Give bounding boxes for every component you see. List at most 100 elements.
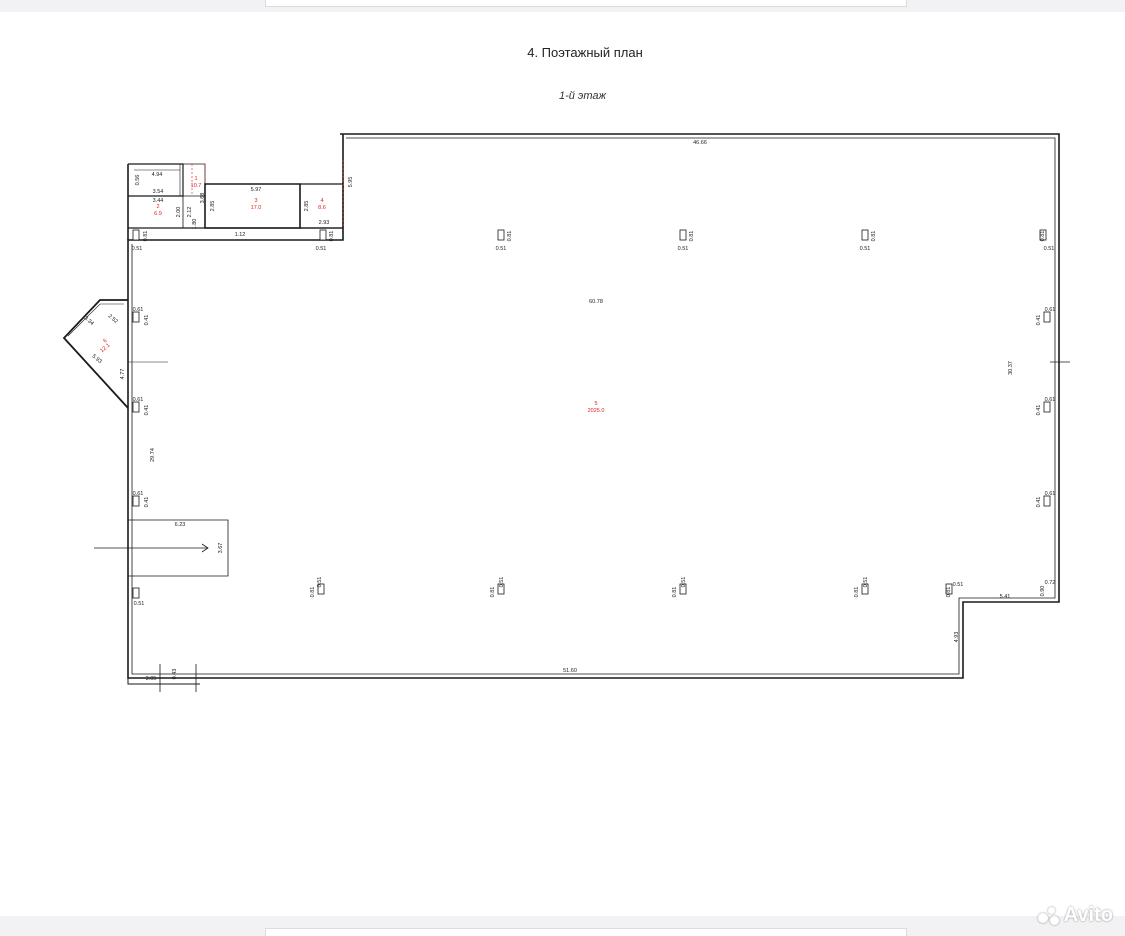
avito-watermark: Avito [1037,904,1113,927]
dimension-labels: 46.66 60.78 30.37 29.74 51.60 5.41 4.93 … [83,140,1056,682]
column-dim: 0.81 [946,587,952,598]
column-dim: 0.61 [1045,397,1056,403]
dim-room3-height: 2.85 [210,201,216,212]
column-dim: 0.41 [144,405,150,416]
column [1043,495,1051,507]
column-dim: 0.61 [1045,307,1056,313]
column-dim: 0.41 [1036,405,1042,416]
column-dim: 0.61 [1045,491,1056,497]
column-dim: 0.61 [133,307,144,313]
dim-bottom-left-a: 3.05 [146,676,157,682]
dim-rooms-top-a: 4.94 [152,172,163,178]
entrance-arrow-icon [94,543,209,553]
room-5-number: 5 [594,401,597,407]
dim-step-height: 4.93 [954,632,960,643]
room-3-number: 3 [254,198,257,204]
column-dim: 0.51 [1044,246,1055,252]
column [132,311,140,323]
dim-bay-side-a: 3.34 [83,315,95,326]
room-1-area: 10.7 [191,183,202,189]
column [317,583,325,595]
column [1043,311,1051,323]
column-dim: 0.41 [1036,315,1042,326]
walls [62,133,1070,692]
dim-room4-height: 2.85 [304,201,310,212]
column-dim: 0.81 [310,587,316,598]
dim-bay-side-b: 2.52 [107,313,119,324]
dim-rooms-v-e: 1.80 [192,219,198,230]
room-6-number: 6 [102,338,108,345]
column-dim: 0.81 [689,231,695,242]
dim-bottom-wall: 51.60 [563,668,577,674]
column [132,587,140,599]
room-3-area: 17.0 [251,205,262,211]
avito-logo-icon [1037,906,1060,925]
floor-label: 1-й этаж [558,90,607,102]
column-dim: 0.41 [144,497,150,508]
dim-top-step: 5.95 [348,177,354,188]
column [132,229,140,241]
sheet-title: 4. Поэтажный план [527,45,643,60]
next-image-strip [265,928,907,936]
dim-bay-left: 4.77 [120,369,126,380]
dim-rooms-v-b: 2.00 [176,207,182,218]
column-dim: 0.51 [681,577,687,588]
column [1039,229,1047,241]
room-2-area: 6.9 [154,211,162,217]
column-dim: 0.51 [132,246,143,252]
dim-rooms-top-b: 3.54 [153,189,164,195]
column-dim: 0.51 [863,577,869,588]
room-2-number: 2 [156,204,159,210]
dim-corner-b: 0.90 [1040,586,1046,597]
column-dim: 0.51 [499,577,505,588]
column-dim: 0.81 [854,587,860,598]
column-dim: 0.51 [678,246,689,252]
room-4-area: 8.6 [318,205,326,211]
dim-top-wall: 46.66 [693,140,707,146]
column [497,583,505,595]
dim-corner-a: 0.72 [1045,580,1056,586]
dim-bottom-left-b: 0.43 [172,669,178,680]
column [679,229,687,241]
room-6-area: 12.1 [99,342,111,353]
column-dim: 0.61 [133,397,144,403]
column-dim: 0.41 [144,315,150,326]
column [861,229,869,241]
column [945,583,953,595]
room-5-area: 2025.0 [588,408,605,414]
dim-rooms-v-c: 2.12 [187,207,193,218]
dim-inner-width: 60.78 [589,299,603,305]
column [497,229,505,241]
column-dim: 0.51 [496,246,507,252]
dim-rooms-v-a: 0.56 [135,175,141,186]
dim-room4-width: 2.93 [319,220,330,226]
dim-bay-side-c: 5.93 [91,353,103,364]
column [132,401,140,413]
dim-entry-width: 6.23 [175,522,186,528]
room-4-number: 4 [320,198,323,204]
column [1043,401,1051,413]
dim-entry-depth: 3.67 [218,543,224,554]
dim-step-width: 5.41 [1000,594,1011,600]
column-dim: 0.81 [672,587,678,598]
dashed-markers [191,160,344,228]
dim-rooms-top-c: 3.44 [153,198,164,204]
column [132,495,140,507]
column-dim: 0.41 [1036,497,1042,508]
column-dim: 0.81 [490,587,496,598]
dim-door-gap: 1.12 [235,232,246,238]
room-labels: 1 10.7 2 6.9 3 17.0 4 8.6 5 2025.0 6 12.… [99,176,604,414]
previous-image-strip [265,0,907,7]
dim-rooms-v-d: 3.68 [200,193,206,204]
column-dim: 0.51 [860,246,871,252]
room-1-number: 1 [194,176,197,182]
column-dim: 0.81 [1040,231,1046,242]
dim-right-height: 30.37 [1008,361,1014,375]
column [861,583,869,595]
dim-left-height: 29.74 [150,448,156,462]
column-dim: 0.51 [953,582,964,588]
dim-room3-width: 5.97 [251,187,262,193]
column-dim: 0.81 [507,231,513,242]
column-dim: 0.51 [316,246,327,252]
